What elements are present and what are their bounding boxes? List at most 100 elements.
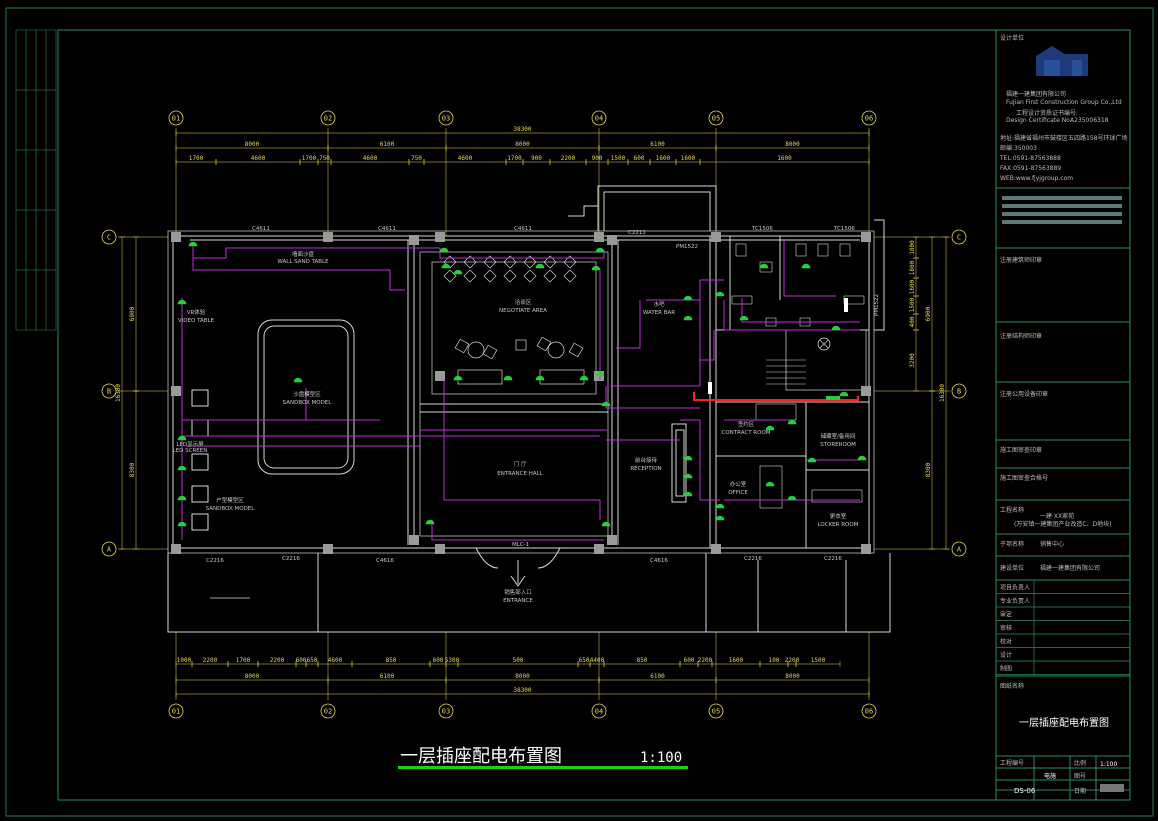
company-tel: TEL:0591-87563888 xyxy=(999,155,1061,162)
axis-label-col: 01 xyxy=(172,115,180,123)
sockets xyxy=(177,241,867,527)
stamp-review: 施工图审查印章 xyxy=(1000,446,1042,454)
no-label: 图号 xyxy=(1074,773,1086,780)
axis-bubble xyxy=(861,703,877,719)
label-sandbox-cn: 沙盘模型区 xyxy=(293,390,321,398)
tag-c4611-c: C4611 xyxy=(514,226,532,232)
dim-left-part-text: 8300 xyxy=(129,462,136,477)
socket-symbol xyxy=(595,247,605,253)
window-door-tags: C4611 C4611 C4611 C2211 C2216 C2216 C461… xyxy=(206,226,880,564)
column xyxy=(323,544,333,554)
label-screen-cn: LED显示屏 xyxy=(176,441,204,448)
label-storage-en: STOREROOM xyxy=(820,442,856,448)
axis-label-col: 04 xyxy=(595,708,603,716)
dim-top-sub-text: 750 xyxy=(411,155,422,162)
socket-symbol xyxy=(765,425,775,431)
label-hall-cn: 门 厅 xyxy=(514,460,527,468)
dim-left-total-text: 16300 xyxy=(115,384,122,402)
socket-symbol xyxy=(601,521,611,527)
dim-bottom-sub-text: 1600 xyxy=(729,657,744,664)
dim-right-sub-text: 400 xyxy=(909,316,916,327)
cert-en: Design Certificate No. xyxy=(1006,117,1072,124)
armchair xyxy=(454,338,470,354)
cert-label: 工程设计资质证书编号: xyxy=(1016,109,1078,117)
dim-bottom-sub-text: 600 xyxy=(296,657,307,664)
project-line2: (万安镇一建集团产业改造C、D地块) xyxy=(1014,520,1112,528)
svg-text:设计单位: 设计单位 xyxy=(1000,34,1024,42)
socket-symbol xyxy=(453,269,463,275)
dim-bottom-sub-text: 4600 xyxy=(328,657,343,664)
axis-bubble xyxy=(168,703,184,719)
client-name: 福建一建集团有限公司 xyxy=(1040,564,1100,572)
sheet-title: 一层插座配电布置图 xyxy=(1019,716,1109,729)
label-vr-en: VIDEO TABLE xyxy=(178,318,215,324)
building-walls xyxy=(167,185,891,633)
label-office-en: OFFICE xyxy=(728,490,748,496)
company-logo xyxy=(1036,46,1088,76)
dim-bottom-total-text: 38300 xyxy=(513,687,531,694)
dim-bottom-sub-text: 100 xyxy=(769,657,780,664)
axis-bubble xyxy=(951,229,967,245)
dim-right-sub-text: 1800 xyxy=(909,240,916,255)
socket-symbol xyxy=(857,455,867,461)
column xyxy=(607,235,617,245)
table-diamond xyxy=(563,269,577,283)
axis-label-col: 03 xyxy=(442,115,450,123)
axis-label-col: 01 xyxy=(172,708,180,716)
dim-right-sub-text: 1500 xyxy=(909,297,916,312)
dim-bottom-sub-text: 2200 xyxy=(203,657,218,664)
sheet-discipline: 电施 xyxy=(1044,772,1056,780)
stamp-architect: 注册建筑师印章 xyxy=(1000,256,1042,264)
dim-bottom-sub-text: 600 xyxy=(684,657,695,664)
dim-top-bay-text: 8000 xyxy=(245,141,260,148)
dim-top-total-text: 38300 xyxy=(513,126,531,133)
tag-tc1506-a: TC1506 xyxy=(751,226,773,232)
label-screen-en: LED SCREEN xyxy=(173,448,208,454)
dim-top-bay-text: 6100 xyxy=(650,141,665,148)
socket-symbol xyxy=(759,263,769,269)
signature-row-label: 校对 xyxy=(1000,638,1012,646)
label-office-cn: 办公室 xyxy=(730,480,747,488)
dim-right-sub-text: 1600 xyxy=(909,279,916,294)
tag-c2211: C2211 xyxy=(628,230,646,236)
column xyxy=(435,371,445,381)
socket-symbol xyxy=(683,491,693,497)
axis-label-col: 02 xyxy=(324,115,332,123)
column xyxy=(594,232,604,242)
axis-bubble xyxy=(438,703,454,719)
dim-bottom-sub-text: 500 xyxy=(513,657,524,664)
label-reception-en: RECEPTION xyxy=(630,466,661,472)
socket-symbol xyxy=(683,473,693,479)
main-feeder xyxy=(693,392,859,401)
axis-label-col: 06 xyxy=(865,708,873,716)
signature-row-label: 专业负责人 xyxy=(1000,597,1030,605)
column xyxy=(861,386,871,396)
axis-bubble xyxy=(438,110,454,126)
armchair xyxy=(536,336,552,352)
company-address: 地址:福建省福州市鼓楼区五四路158号环球广场 xyxy=(1000,134,1127,142)
label-negotiate-cn: 洽谈区 xyxy=(515,298,532,306)
axis-bubble xyxy=(320,110,336,126)
tag-c4616-a: C4616 xyxy=(376,558,394,564)
stamp-pass: 施工图审查合格号 xyxy=(1000,474,1048,482)
socket-symbol xyxy=(787,419,797,425)
axis-bubble xyxy=(101,229,117,245)
socket-symbol xyxy=(683,455,693,461)
signature-row-label: 审核 xyxy=(1000,624,1012,632)
axis-label-row: B xyxy=(107,388,111,396)
dim-top-sub-text: 600 xyxy=(634,155,645,162)
dim-left-part-text: 6900 xyxy=(129,306,136,321)
dim-bottom-bay-text: 6100 xyxy=(380,673,395,680)
subproject-name: 销售中心 xyxy=(1040,540,1064,548)
dim-right-total-text: 16300 xyxy=(939,384,946,402)
outer-frame xyxy=(5,7,1154,817)
label-locker-cn: 更衣室 xyxy=(830,512,847,520)
column xyxy=(409,235,419,245)
axis-label-col: 05 xyxy=(712,708,720,716)
sofas xyxy=(457,337,831,385)
company-name-en: FuJian First Construction Group Co.,Ltd xyxy=(1006,99,1122,106)
tag-c2216-b: C2216 xyxy=(282,556,300,562)
dim-top-sub-text: 1700 xyxy=(302,155,317,162)
